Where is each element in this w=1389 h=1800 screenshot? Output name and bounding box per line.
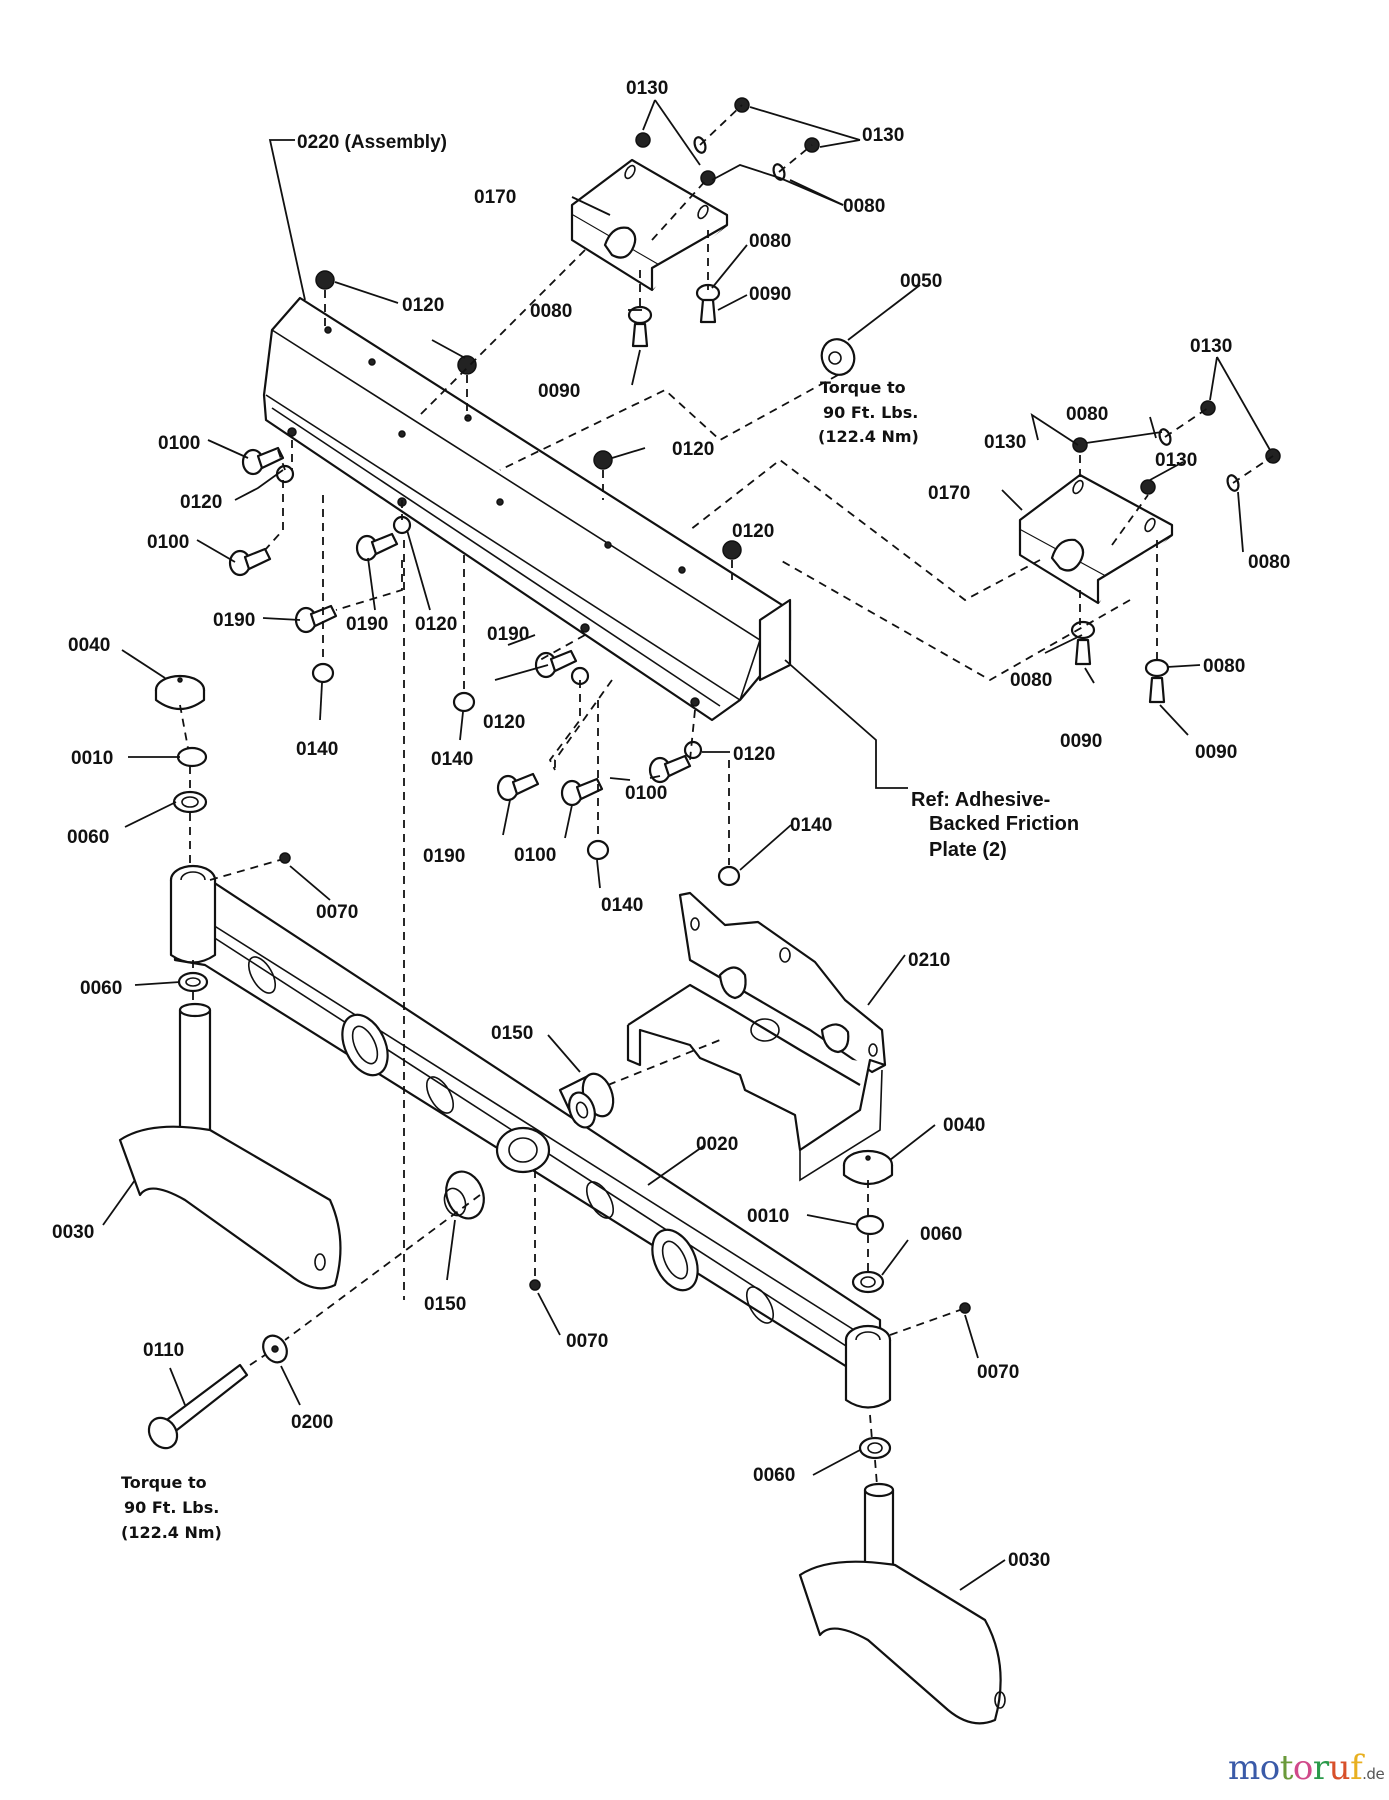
logo-letter: o: [1292, 1748, 1313, 1788]
right-mount-bracket: [1018, 473, 1174, 605]
callout-0080: 0080: [843, 196, 885, 217]
torque-note-line: Torque to: [820, 378, 906, 397]
spindle-left: [118, 1002, 342, 1290]
callout-0040: 0040: [68, 635, 110, 656]
callout-0090: 0090: [749, 284, 791, 305]
callout-0080: 0080: [530, 301, 572, 322]
callout-0200: 0200: [291, 1412, 333, 1433]
callout-0020: 0020: [696, 1134, 738, 1155]
torque-note-line: (122.4 Nm): [121, 1523, 222, 1542]
callout-0170: 0170: [474, 187, 516, 208]
pivot-bracket: [626, 891, 887, 1182]
logo-letter: u: [1328, 1748, 1351, 1788]
logo-letter: r: [1312, 1748, 1329, 1788]
callout-0140: 0140: [790, 815, 832, 836]
callout-0120: 0120: [733, 744, 775, 765]
torque-note-line: 90 Ft. Lbs.: [124, 1498, 219, 1517]
callout-0110: 0110: [143, 1340, 184, 1361]
callout-labels: 0220 (Assembly) 0130 0130 0170 0080 0080…: [52, 78, 1290, 1571]
callout-0040: 0040: [943, 1115, 985, 1136]
callout-0070: 0070: [566, 1331, 608, 1352]
callout-0170: 0170: [928, 483, 970, 504]
callout-0070: 0070: [977, 1362, 1019, 1383]
hardware: [147, 97, 1281, 1460]
callout-0010: 0010: [71, 748, 113, 769]
torque-note-line: (122.4 Nm): [818, 427, 919, 446]
callout-0120: 0120: [180, 492, 222, 513]
callout-0130: 0130: [1190, 336, 1232, 357]
callout-0150: 0150: [424, 1294, 466, 1315]
callout-0120: 0120: [402, 295, 444, 316]
callout-0030: 0030: [1008, 1550, 1050, 1571]
callout-0100: 0100: [147, 532, 189, 553]
callout-0070: 0070: [316, 902, 358, 923]
logo-letter: t: [1279, 1748, 1294, 1788]
callout-0100: 0100: [514, 845, 556, 866]
callout-0090: 0090: [538, 381, 580, 402]
logo-tld: .de: [1362, 1765, 1385, 1783]
callout-0050: 0050: [900, 271, 942, 292]
top-mount-bracket: [570, 158, 729, 292]
logo-letter: f: [1350, 1748, 1363, 1788]
ref-note-line: Backed Friction: [929, 813, 1079, 835]
callout-0060: 0060: [920, 1224, 962, 1245]
callout-0120: 0120: [415, 614, 457, 635]
torque-note-line: Torque to: [121, 1473, 207, 1492]
callout-0060: 0060: [753, 1465, 795, 1486]
callout-0140: 0140: [296, 739, 338, 760]
logo-letter: o: [1259, 1748, 1280, 1788]
torque-note-top: Torque to 90 Ft. Lbs. (122.4 Nm): [818, 378, 919, 446]
callout-0140: 0140: [601, 895, 643, 916]
callout-0080: 0080: [1066, 404, 1108, 425]
spindle-right: [798, 1482, 1006, 1725]
callout-0100: 0100: [158, 433, 200, 454]
callout-0190: 0190: [346, 614, 388, 635]
callout-0080: 0080: [1010, 670, 1052, 691]
motoruf-watermark-logo: motoruf.de: [1228, 1748, 1385, 1788]
callout-0140: 0140: [431, 749, 473, 770]
callout-0130: 0130: [862, 125, 904, 146]
callout-0190: 0190: [423, 846, 465, 867]
callout-0030: 0030: [52, 1222, 94, 1243]
callout-0010: 0010: [747, 1206, 789, 1227]
callout-0220-assembly: 0220 (Assembly): [297, 132, 447, 153]
callout-0130: 0130: [1155, 450, 1197, 471]
callout-0190: 0190: [213, 610, 255, 631]
callout-0130: 0130: [626, 78, 668, 99]
callout-0090: 0090: [1060, 731, 1102, 752]
callout-0100: 0100: [625, 783, 667, 804]
callout-0120: 0120: [483, 712, 525, 733]
callout-0210: 0210: [908, 950, 950, 971]
callout-0060: 0060: [80, 978, 122, 999]
axle-frame-channel: [262, 296, 792, 722]
ref-note-line: Ref: Adhesive-: [911, 789, 1050, 811]
callout-0090: 0090: [1195, 742, 1237, 763]
ref-note-line: Plate (2): [929, 839, 1007, 861]
friction-plate-ref-note: Ref: Adhesive- Backed Friction Plate (2): [911, 789, 1079, 861]
callout-0080: 0080: [1203, 656, 1245, 677]
torque-note-line: 90 Ft. Lbs.: [823, 403, 918, 422]
torque-note-bottom: Torque to 90 Ft. Lbs. (122.4 Nm): [121, 1473, 222, 1542]
callout-0060: 0060: [67, 827, 109, 848]
assembly-lines: [179, 104, 1274, 1486]
callout-0080: 0080: [1248, 552, 1290, 573]
callout-0150: 0150: [491, 1023, 533, 1044]
callout-0120: 0120: [672, 439, 714, 460]
logo-letter: m: [1228, 1748, 1260, 1788]
callout-0130: 0130: [984, 432, 1026, 453]
leader-lines: [102, 99, 1271, 1591]
callout-0190: 0190: [487, 624, 529, 645]
callout-0080: 0080: [749, 231, 791, 252]
axle-beam: [169, 864, 892, 1409]
callout-0120: 0120: [732, 521, 774, 542]
